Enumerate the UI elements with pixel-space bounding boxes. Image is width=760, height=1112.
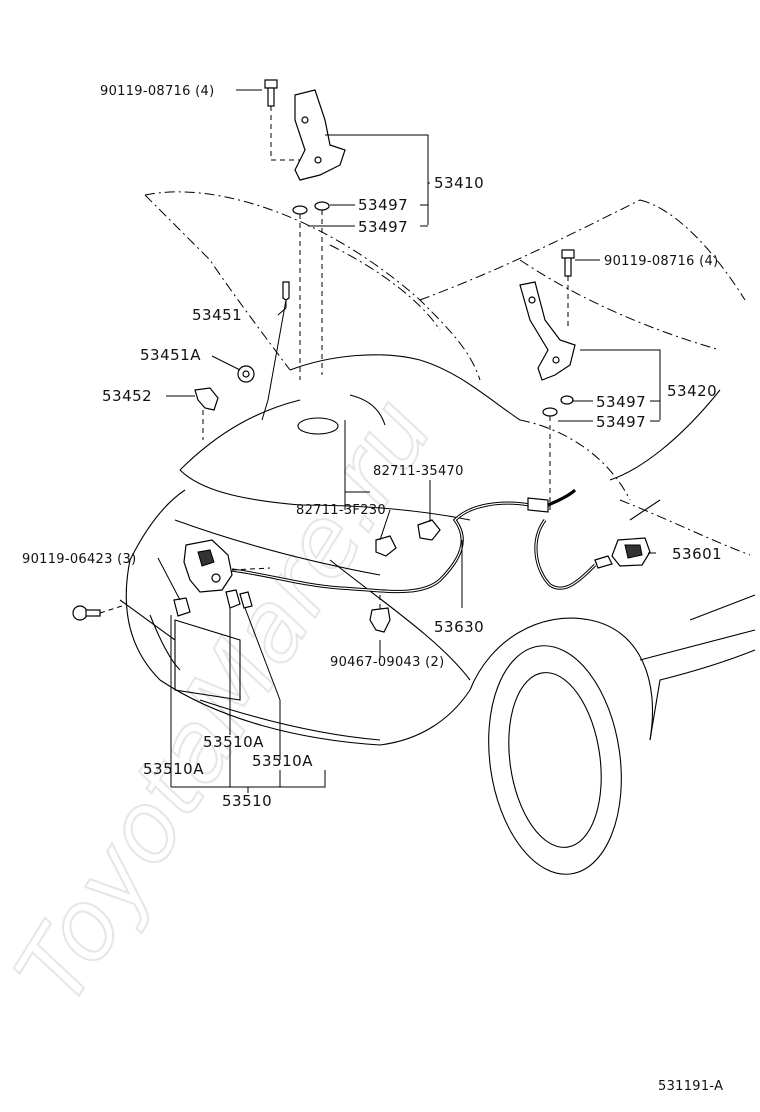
label-clip-bottom: 90467-09043 (2)	[330, 655, 444, 670]
release-lever-part	[594, 537, 651, 569]
bottom-clip-part	[369, 595, 391, 633]
label-lock-part-a3: 53510A	[252, 752, 313, 770]
label-washer-r2: 53497	[596, 413, 646, 431]
hood-lock-part	[183, 539, 271, 593]
support-holder	[237, 365, 255, 383]
label-lock-assembly: 53510	[222, 792, 272, 810]
rod-clip-part	[194, 387, 219, 440]
leader-lines	[157, 89, 661, 793]
label-support-holder: 53451A	[140, 346, 201, 364]
lock-sub-parts	[173, 589, 253, 617]
label-lock-part-a1: 53510A	[203, 733, 264, 751]
label-rod-clip: 53452	[102, 387, 152, 405]
label-washer-r1: 53497	[596, 393, 646, 411]
front-screw	[72, 604, 126, 621]
hinge-bolt-left	[264, 79, 300, 161]
label-lock-part-a2: 53510A	[143, 760, 204, 778]
cable-clamp-2-part	[375, 535, 397, 557]
part-labels: 90119-08716 (4) 53410 53497 53497 53451 …	[22, 84, 723, 1094]
label-cable-clamp-2: 82711-3F230	[296, 503, 386, 518]
hood-support-rod	[261, 281, 290, 421]
label-washer-l1: 53497	[358, 196, 408, 214]
label-support-rod: 53451	[192, 306, 242, 324]
label-screw-front: 90119-06423 (3)	[22, 552, 136, 567]
hinge-right-part	[519, 281, 576, 510]
label-bolt-left: 90119-08716 (4)	[100, 84, 214, 99]
label-cable-clamp-1: 82711-35470	[373, 464, 464, 479]
cable-clamp-1-part	[417, 519, 441, 541]
car-body-outline	[119, 191, 756, 875]
label-washer-l2: 53497	[358, 218, 408, 236]
label-bolt-right: 90119-08716 (4)	[604, 254, 718, 269]
label-hinge-right: 53420	[667, 382, 717, 400]
diagram-id: 531191-A	[658, 1079, 723, 1094]
label-release-lever: 53601	[672, 545, 722, 563]
label-hinge-left: 53410	[434, 174, 484, 192]
label-release-cable: 53630	[434, 618, 484, 636]
release-cable-part	[231, 488, 597, 594]
hinge-bolt-right	[561, 249, 575, 330]
hinge-left-part	[292, 89, 346, 380]
